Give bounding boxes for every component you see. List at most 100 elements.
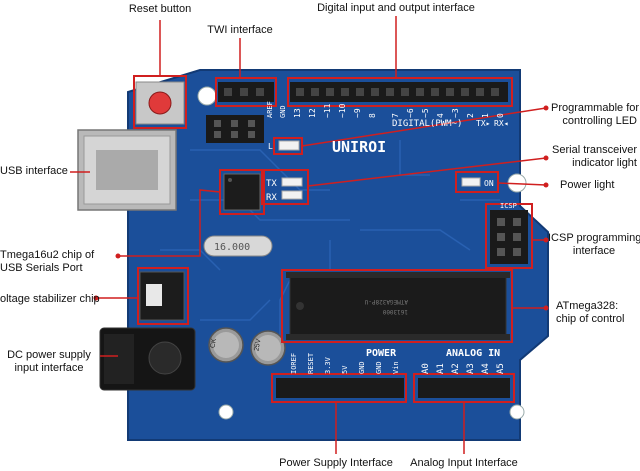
label-atmega328: ATmega328: chip of control xyxy=(556,300,624,326)
label-line: USB Serials Port xyxy=(0,262,83,274)
annotation-boxes xyxy=(133,75,533,403)
label-power-supply-interface: Power Supply Interface xyxy=(279,457,393,469)
label-twi-interface: TWI interface xyxy=(207,24,273,36)
pin-label: GND xyxy=(375,361,383,374)
pin-label: 13 xyxy=(293,108,302,118)
pin-label: ~6 xyxy=(406,108,415,118)
pin-label: 5V xyxy=(341,365,349,374)
digital-pin-labels: 13 12 ~11 ~10 ~9 8 7 ~6 ~5 4 ~3 2 1 0 xyxy=(293,103,505,118)
digital-header-label: DIGITAL(PWM~) xyxy=(392,119,462,129)
pin-label: 0 xyxy=(496,113,505,118)
capacitor xyxy=(250,330,286,366)
pin-label: A4 xyxy=(481,363,491,374)
pin-label: 12 xyxy=(308,108,317,118)
label-digital-io: Digital input and output interface xyxy=(317,2,475,14)
label-usb-interface: USB interface xyxy=(0,165,68,177)
digital-pin-holes xyxy=(224,88,499,96)
label-serial-indicator: Serial transceiver indicator light xyxy=(551,144,637,170)
digital-header xyxy=(290,82,508,102)
capacitor xyxy=(208,327,244,363)
pin-label: A5 xyxy=(496,363,506,374)
label-dc-power: DC power supply input interface xyxy=(0,349,98,375)
voltage-regulator xyxy=(139,271,185,321)
chip-marking-1: ATMEGA328P-U xyxy=(364,298,408,305)
rx-led xyxy=(281,190,303,200)
power-header xyxy=(276,378,404,398)
icsp2-header xyxy=(206,115,264,143)
pin-label: Vin xyxy=(392,361,400,374)
label-line: chip of control xyxy=(556,313,625,325)
aref-label: AREF xyxy=(266,101,274,118)
label-line: interface xyxy=(572,245,616,257)
rx-led-label: RX xyxy=(266,193,277,203)
pin-label: A2 xyxy=(451,363,461,374)
label-atmega16u2: Tmega16u2 chip of USB Serials Port xyxy=(0,249,94,275)
label-line: DC power supply xyxy=(7,349,91,361)
dc-barrel-jack xyxy=(99,327,196,391)
cap-marking-1: CK xyxy=(209,338,218,349)
tx-led xyxy=(281,177,303,187)
analog-header xyxy=(418,378,510,398)
on-led-label: ON xyxy=(484,179,494,188)
gnd-label: GND xyxy=(279,105,287,118)
pin-label: 2 xyxy=(466,113,475,118)
atmega16u2-chip xyxy=(223,173,261,211)
crystal-label: 16.000 xyxy=(214,242,250,253)
leader-dots xyxy=(93,105,549,311)
label-line: Programmable for xyxy=(551,102,640,114)
pin-label: ~9 xyxy=(353,108,362,118)
label-line: ATmega328: xyxy=(556,300,619,312)
label-reset-button: Reset button xyxy=(128,3,192,15)
pin-label: A1 xyxy=(436,363,446,374)
rx-arrow-label: RX◂ xyxy=(494,119,508,128)
power-pin-labels: IOREF RESET 3.3V 5V GND GND Vin xyxy=(290,352,400,374)
analog-label: ANALOG IN xyxy=(446,348,500,359)
label-line: Tmega16u2 chip of xyxy=(0,249,95,261)
label-line: input interface xyxy=(14,362,84,374)
analog-pin-labels: A0 A1 A2 A3 A4 A5 xyxy=(421,363,506,374)
pin-label: ~5 xyxy=(421,108,430,118)
crystal-oscillator xyxy=(203,235,273,257)
on-led xyxy=(461,177,481,187)
pin-label: 1 xyxy=(481,113,490,118)
mounting-hole xyxy=(218,404,234,420)
label-power-light: Power light xyxy=(560,179,615,191)
pin-label: ~11 xyxy=(323,103,332,118)
label-analog-input-interface: Analog Input Interface xyxy=(410,457,518,469)
pin-label: 8 xyxy=(368,113,377,118)
label-icsp: ICSP programming interface xyxy=(548,232,640,258)
pin-label: ~10 xyxy=(338,103,347,118)
icsp-header xyxy=(490,210,528,264)
pin-label: A0 xyxy=(421,363,431,374)
cap-marking-2: 25V xyxy=(253,338,262,352)
brand-label: UNIROI xyxy=(332,138,386,156)
icsp-label: ICSP xyxy=(500,202,517,210)
reset-switch xyxy=(135,81,185,125)
pin-label: RESET xyxy=(307,352,315,374)
pin-label: IOREF xyxy=(290,353,298,374)
pin-label: 7 xyxy=(391,113,400,118)
chip-marking-2: 1613000 xyxy=(382,308,408,315)
label-line: indicator light xyxy=(572,157,637,169)
pin-label: A3 xyxy=(466,363,476,374)
label-programmable-led: Programmable for controlling LED xyxy=(551,102,640,128)
usb-connector xyxy=(77,129,177,211)
pin-label: 3.3V xyxy=(324,356,332,374)
annotation-leader-lines xyxy=(70,16,547,454)
pin-label: ~3 xyxy=(451,108,460,118)
atmega328-chip xyxy=(286,272,510,340)
l-led xyxy=(278,140,300,151)
mounting-hole xyxy=(197,86,217,106)
tx-led-label: TX xyxy=(266,179,277,189)
pin-label: 4 xyxy=(436,113,445,118)
tx-arrow-label: TX▸ xyxy=(476,119,490,128)
pin-label: GND xyxy=(358,361,366,374)
label-line: controlling LED xyxy=(562,115,637,127)
label-line: Serial transceiver xyxy=(552,144,637,156)
l-led-label: L xyxy=(268,142,273,151)
label-line: ICSP programming xyxy=(548,232,640,244)
power-label: POWER xyxy=(366,348,397,359)
mounting-hole xyxy=(509,404,525,420)
label-voltage-stabilizer: oltage stabilizer chip xyxy=(0,293,100,305)
